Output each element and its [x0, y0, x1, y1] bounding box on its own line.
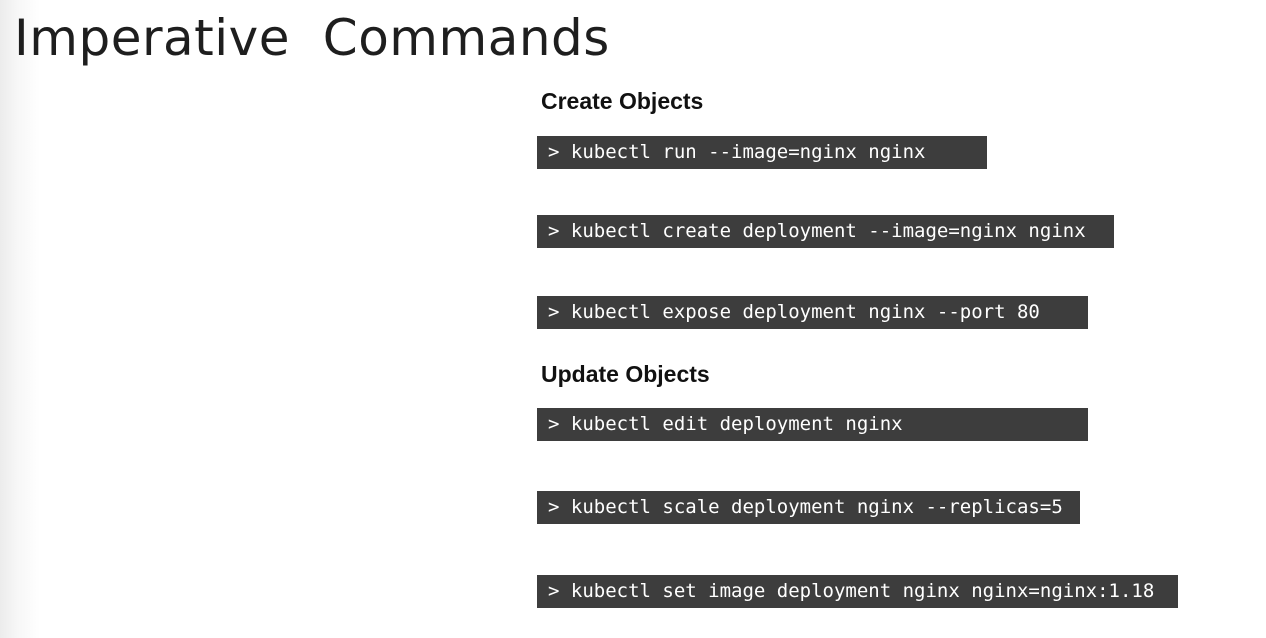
command-kubectl-set-image: > kubectl set image deployment nginx ngi…: [537, 575, 1178, 608]
command-kubectl-edit-deployment: > kubectl edit deployment nginx: [537, 408, 1088, 441]
command-kubectl-run: > kubectl run --image=nginx nginx: [537, 136, 987, 169]
section-heading-update-objects: Update Objects: [541, 361, 710, 387]
command-kubectl-create-deployment: > kubectl create deployment --image=ngin…: [537, 215, 1114, 248]
section-heading-create-objects: Create Objects: [541, 88, 704, 114]
command-kubectl-expose-deployment: > kubectl expose deployment nginx --port…: [537, 296, 1088, 329]
command-kubectl-scale-deployment: > kubectl scale deployment nginx --repli…: [537, 491, 1080, 524]
slide-title: Imperative Commands: [14, 9, 610, 67]
